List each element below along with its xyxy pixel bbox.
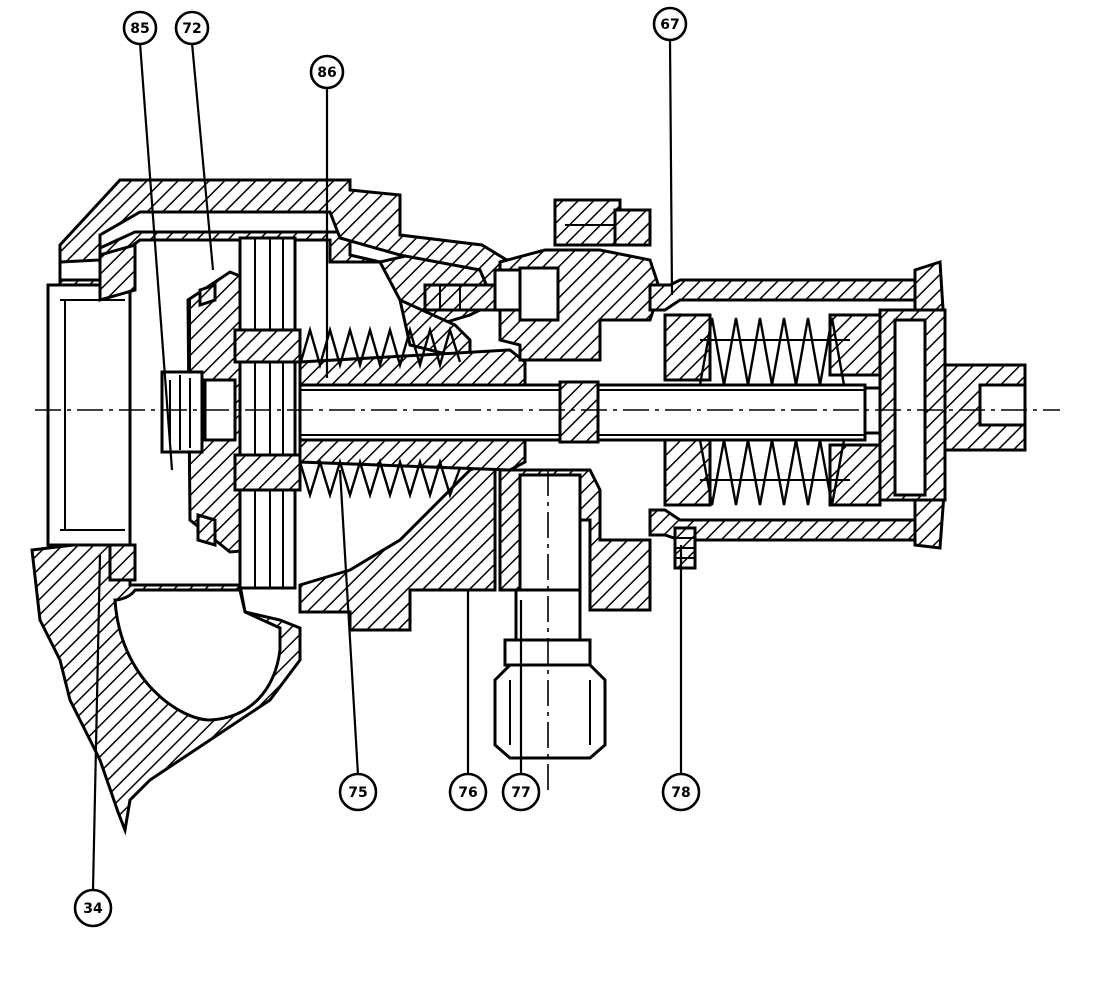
callout-77-label: 77 bbox=[511, 785, 530, 801]
bleed-screw bbox=[673, 526, 697, 570]
callout-34: 34 bbox=[73, 888, 113, 928]
callout-75-label: 75 bbox=[348, 785, 367, 801]
callout-85-label: 85 bbox=[130, 21, 149, 37]
pump-housing bbox=[30, 178, 512, 836]
callout-75: 75 bbox=[338, 772, 378, 812]
callout-34-label: 34 bbox=[83, 901, 103, 917]
center-lines bbox=[35, 409, 1060, 790]
callout-77: 77 bbox=[501, 772, 541, 812]
callout-76: 76 bbox=[448, 772, 488, 812]
callout-78-label: 78 bbox=[671, 785, 690, 801]
callout-72-label: 72 bbox=[182, 21, 201, 37]
callout-85: 85 bbox=[122, 10, 158, 46]
callout-67-label: 67 bbox=[660, 17, 679, 33]
outlet-fitting bbox=[493, 588, 607, 760]
callout-76-label: 76 bbox=[458, 785, 477, 801]
callout-67: 67 bbox=[652, 6, 688, 42]
leader-lines bbox=[91, 39, 683, 891]
piston-chamber bbox=[233, 236, 527, 590]
callout-86: 86 bbox=[309, 54, 345, 90]
center-shaft bbox=[298, 380, 912, 444]
callout-72: 72 bbox=[174, 10, 210, 46]
callout-78: 78 bbox=[661, 772, 701, 812]
right-cylinder bbox=[648, 259, 1027, 550]
right-spring-pack bbox=[698, 317, 850, 506]
callout-86-label: 86 bbox=[317, 65, 336, 81]
